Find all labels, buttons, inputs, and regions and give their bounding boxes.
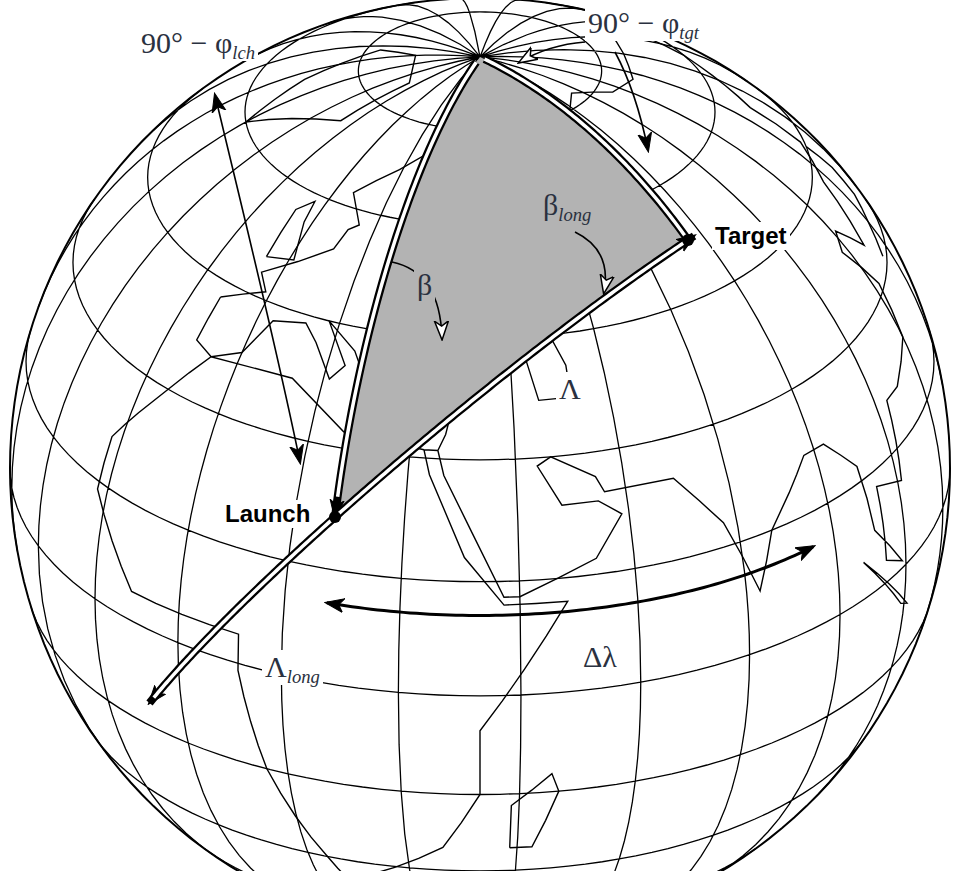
symbol-text: 90° − φ — [141, 26, 232, 59]
graticule — [10, 0, 950, 871]
colatitude-label: 90° − φlch — [138, 26, 258, 61]
great-circle-long-inner — [154, 517, 335, 698]
great-circle-long — [150, 517, 336, 703]
symbol-text: Λ — [559, 372, 581, 405]
range-label: Λlong — [262, 650, 323, 685]
sphere — [10, 0, 950, 871]
great-circle-short — [335, 236, 694, 517]
symbol-text: Δλ — [583, 640, 617, 673]
coastline — [98, 21, 907, 871]
symbol-text: β — [417, 268, 432, 301]
subscript-text: lch — [232, 42, 255, 63]
site-dot — [682, 234, 694, 246]
target-meridian-inner — [484, 59, 688, 240]
colatitude-arrow — [520, 42, 585, 62]
azimuth-label: β — [414, 268, 435, 303]
site-dot — [329, 511, 341, 523]
longitude-difference-arc — [327, 547, 813, 616]
leader-arrows — [215, 42, 648, 462]
great-circle-arcs — [150, 59, 814, 703]
subscript-text: tgt — [679, 22, 699, 43]
azimuth-arc — [575, 232, 605, 292]
shaded-triangle — [335, 57, 688, 517]
subscript-text: long — [287, 666, 320, 687]
symbol-text: Target — [715, 222, 787, 249]
grid-lines — [10, 0, 950, 871]
coastlines — [98, 21, 907, 871]
site-label: Target — [712, 222, 790, 250]
globe-outline — [10, 0, 950, 871]
launch-meridian-inner — [338, 62, 477, 497]
symbol-text: Launch — [225, 500, 310, 527]
subscript-text: long — [558, 204, 591, 225]
target-meridian — [484, 59, 688, 240]
azimuth-arc — [392, 262, 442, 338]
longitude-label: Δλ — [580, 640, 620, 675]
symbol-text: Λ — [265, 650, 287, 683]
range-label: Λ — [556, 372, 584, 407]
symbol-text: β — [543, 188, 558, 221]
great-circle-short-inner — [335, 242, 685, 517]
launch-meridian — [335, 62, 476, 517]
spherical-triangle — [335, 57, 688, 517]
colatitude-arrow — [615, 52, 648, 150]
azimuth-label: βlong — [540, 188, 594, 223]
site-label: Launch — [222, 500, 313, 528]
colatitude-arrow — [215, 95, 300, 462]
symbol-text: 90° − φ — [588, 6, 679, 39]
colatitude-label: 90° − φtgt — [585, 6, 702, 41]
site-dots — [329, 234, 694, 523]
